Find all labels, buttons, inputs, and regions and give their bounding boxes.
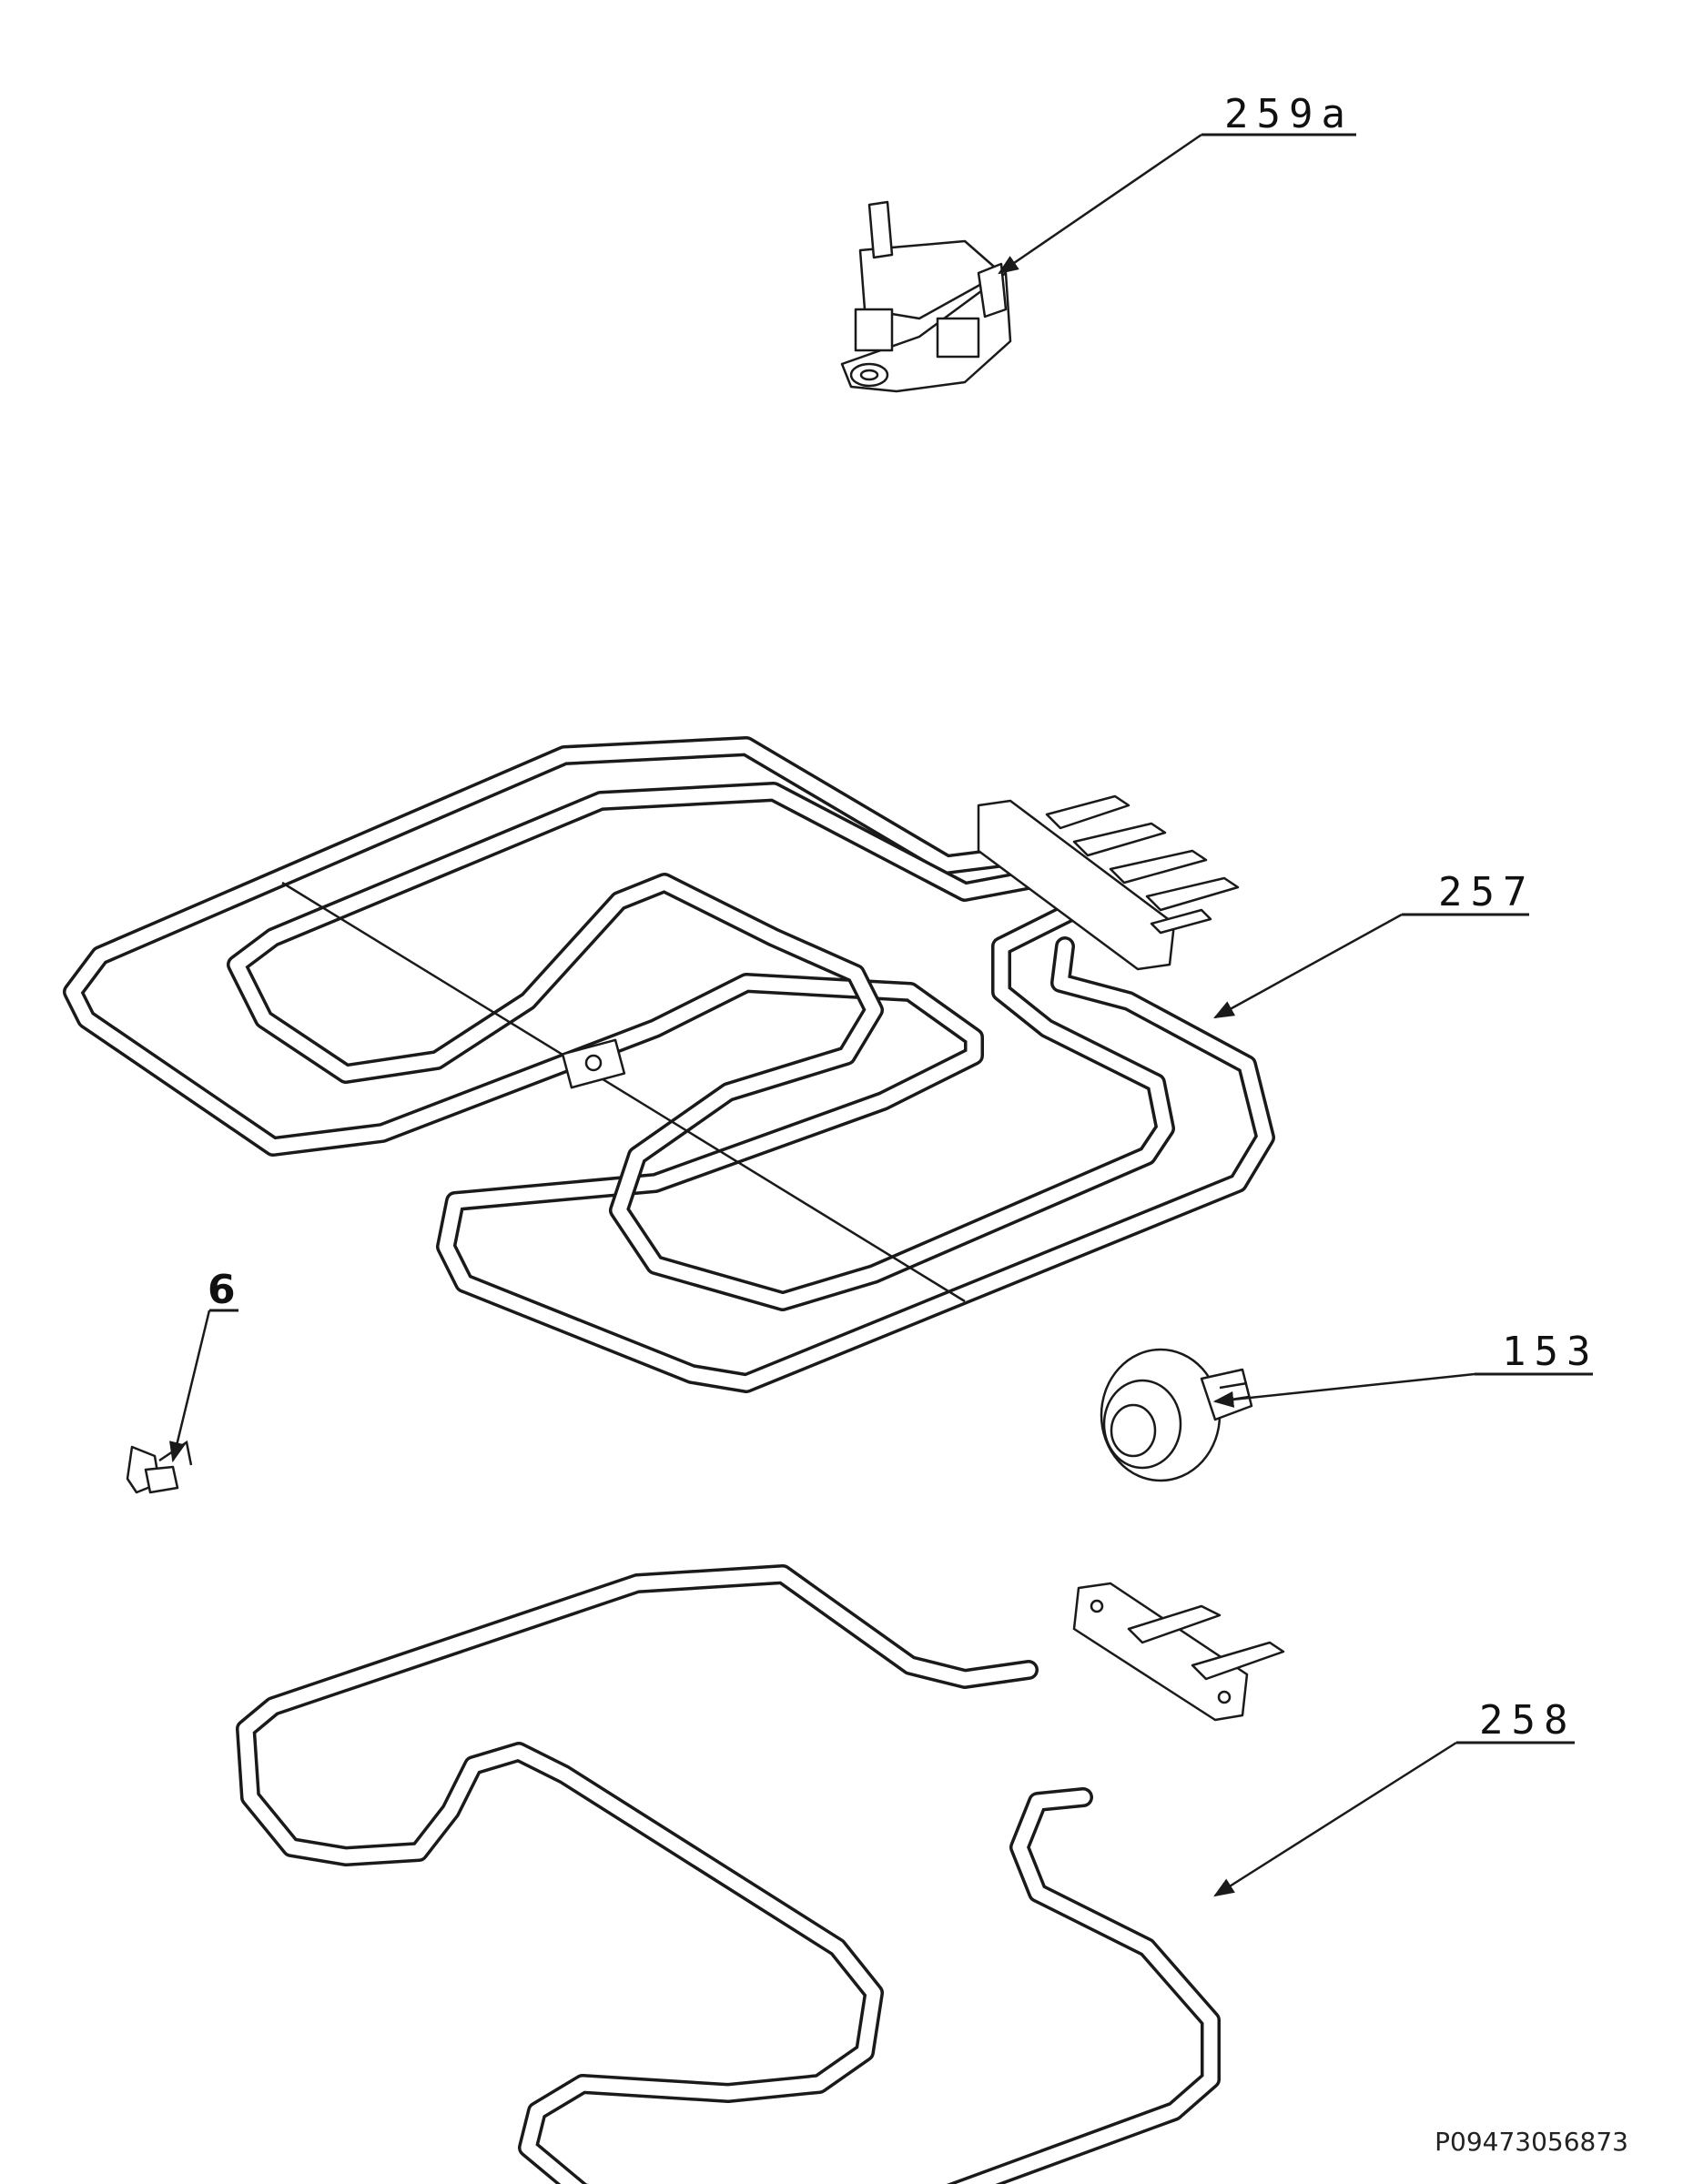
grill-heating-element-257	[63, 736, 1275, 1393]
thermal-cutout-259a	[840, 200, 1012, 393]
leader-153	[1212, 1372, 1475, 1408]
terminal-pins-257	[1045, 794, 1240, 935]
callout-153: 153	[1502, 1329, 1598, 1375]
callout-6: 6	[208, 1267, 236, 1313]
leader-257	[1213, 913, 1403, 1019]
clip-6	[126, 1440, 193, 1494]
callout-259a: 259a	[1224, 91, 1353, 137]
callout-257: 257	[1438, 869, 1535, 915]
document-code: P09473056873	[1435, 2127, 1628, 2157]
bottom-heating-element-258	[236, 1564, 1285, 2184]
leader-6	[169, 1309, 211, 1463]
leader-259a	[998, 133, 1202, 275]
callout-258: 258	[1479, 1697, 1576, 1744]
thermostat-153	[1100, 1348, 1253, 1482]
leader-258	[1213, 1741, 1457, 1897]
